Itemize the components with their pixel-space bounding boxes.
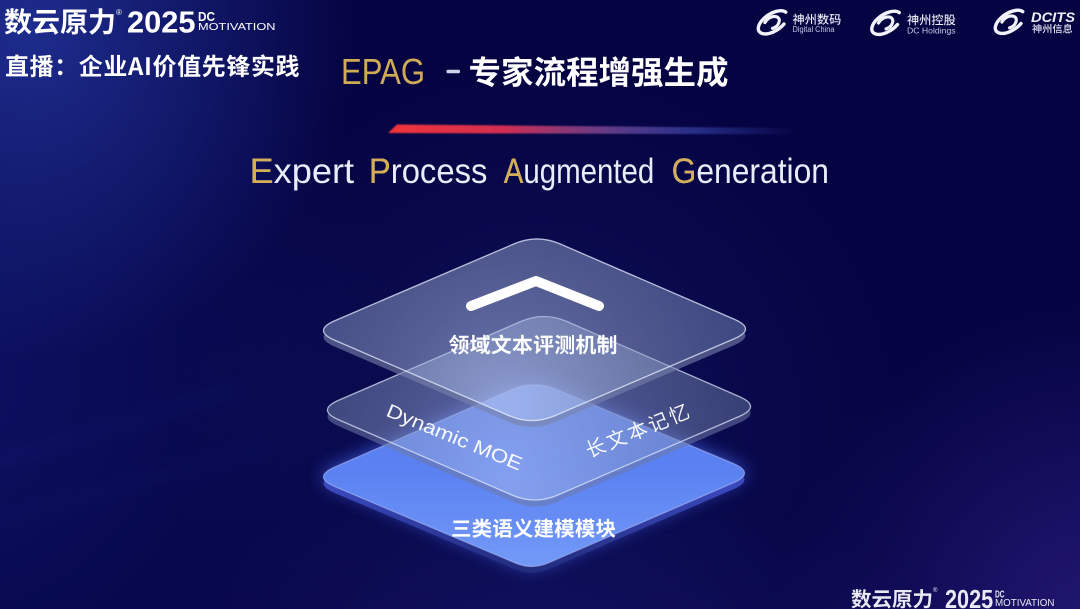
svg-text:E: E [250, 152, 274, 191]
svg-text:Augmented: Augmented [504, 152, 655, 191]
svg-text:DCITS: DCITS [1031, 10, 1075, 25]
svg-text:EPAG: EPAG [341, 51, 425, 92]
svg-text:DC Holdings: DC Holdings [907, 26, 956, 36]
svg-text:MOTIVATION: MOTIVATION [198, 22, 276, 33]
svg-text:®: ® [116, 8, 122, 17]
svg-text:Generation: Generation [672, 152, 829, 191]
svg-text:P: P [369, 152, 391, 191]
svg-text:DC: DC [995, 589, 1005, 600]
svg-text:Expert: Expert [250, 152, 355, 191]
svg-text:2025: 2025 [945, 584, 993, 609]
svg-text:®: ® [933, 587, 938, 594]
svg-text:G: G [672, 152, 697, 191]
svg-text:Process: Process [369, 152, 488, 191]
svg-text:Digital China: Digital China [793, 25, 836, 34]
svg-text:DC: DC [198, 10, 215, 24]
svg-text:MOTIVATION: MOTIVATION [995, 598, 1054, 609]
svg-text:2025: 2025 [127, 5, 196, 40]
svg-text:A: A [504, 152, 524, 191]
